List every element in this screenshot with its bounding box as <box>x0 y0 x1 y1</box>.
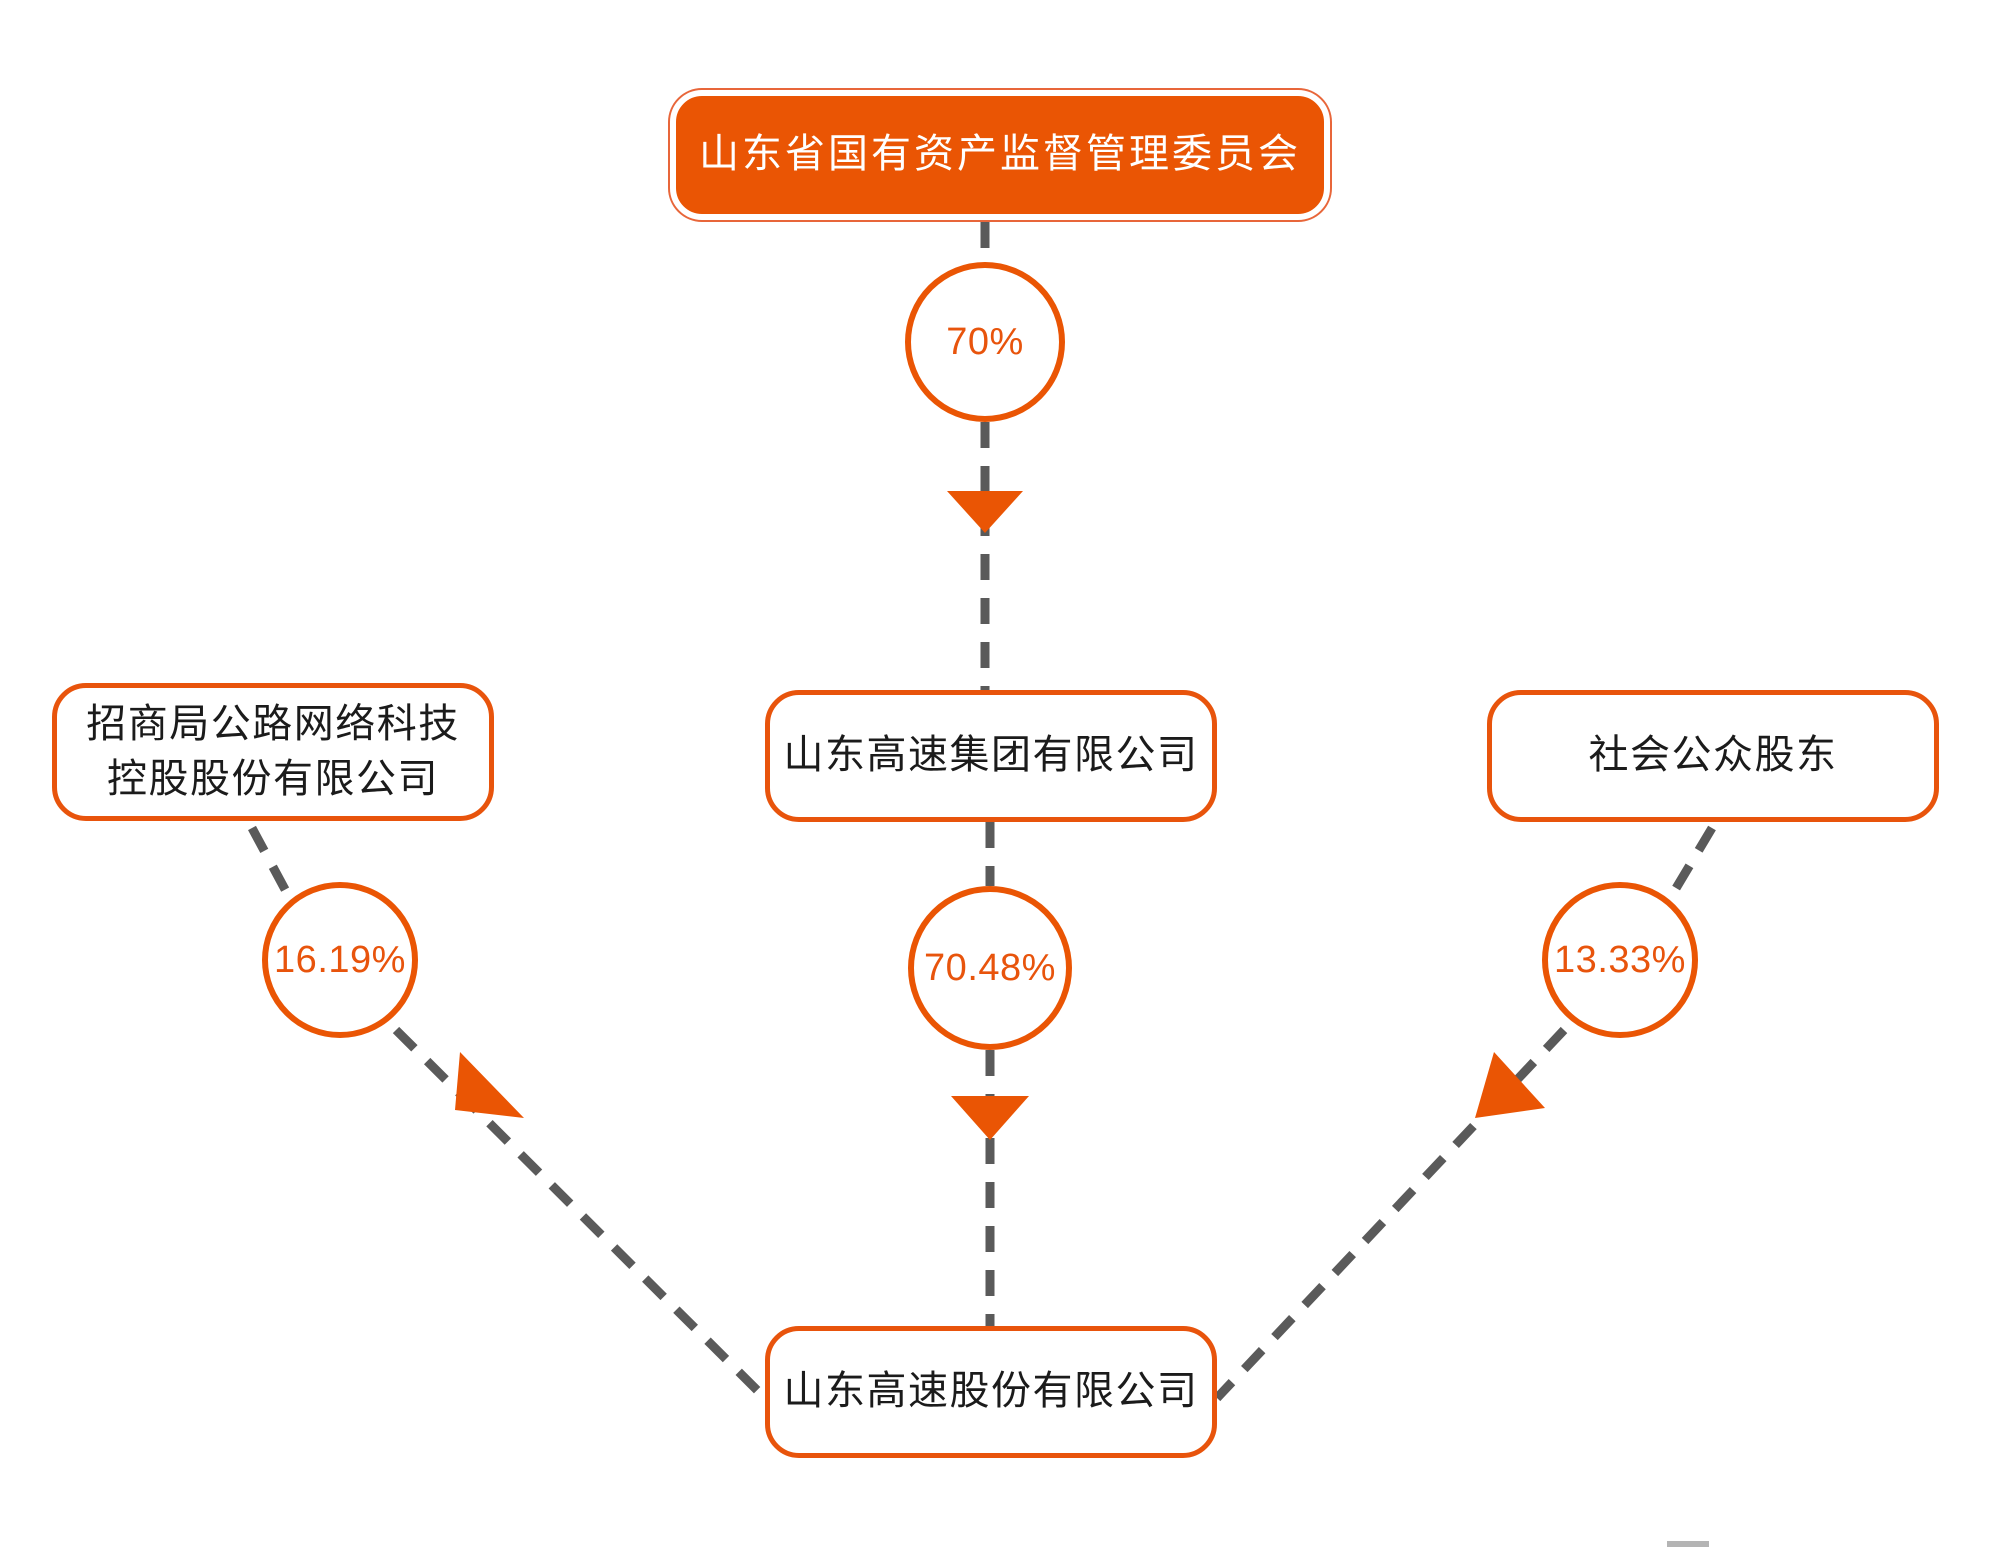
node-sasac[interactable]: 山东省国有资产监督管理委员会 <box>670 90 1330 220</box>
percent-badge-group-listco[interactable]: 70.48% <box>908 886 1072 1050</box>
percent-badge-listco-public-label: 13.33% <box>1554 938 1686 981</box>
connector-listco-public-lower <box>1213 1026 1568 1402</box>
page-artifact-mark <box>1667 1541 1709 1547</box>
node-shandong-hi-speed-group-label: 山东高速集团有限公司 <box>783 733 1199 778</box>
percent-badge-listco-cmhk[interactable]: 16.19% <box>262 882 418 1038</box>
percent-badge-sasac-group-label: 70% <box>946 320 1024 363</box>
arrowhead-upright-listco-public <box>1475 1052 1545 1118</box>
connector-listco-public-upper <box>1668 825 1716 898</box>
arrowhead-upleft-listco-cmhk <box>455 1052 524 1118</box>
percent-badge-group-listco-label: 70.48% <box>924 946 1056 989</box>
node-shandong-hi-speed-group[interactable]: 山东高速集团有限公司 <box>765 690 1217 822</box>
connector-listco-cmhk-lower <box>392 1026 769 1402</box>
percent-badge-listco-cmhk-label: 16.19% <box>274 938 406 981</box>
node-public-shareholders-label: 社会公众股东 <box>1588 733 1838 778</box>
percent-badge-sasac-group[interactable]: 70% <box>905 262 1065 422</box>
node-shandong-hi-speed-company-label: 山东高速股份有限公司 <box>783 1369 1199 1414</box>
node-shandong-hi-speed-company[interactable]: 山东高速股份有限公司 <box>765 1326 1217 1458</box>
arrowhead-down-group-listco <box>951 1096 1029 1140</box>
node-public-shareholders[interactable]: 社会公众股东 <box>1487 690 1939 822</box>
arrowhead-down-sasac-group <box>947 491 1023 533</box>
node-sasac-label: 山东省国有资产监督管理委员会 <box>699 132 1301 177</box>
node-china-merchants[interactable]: 招商局公路网络科技 控股股份有限公司 <box>52 683 494 821</box>
connector-listco-cmhk-upper <box>248 825 292 898</box>
node-china-merchants-label: 招商局公路网络科技 控股股份有限公司 <box>86 701 460 801</box>
percent-badge-listco-public[interactable]: 13.33% <box>1542 882 1698 1038</box>
